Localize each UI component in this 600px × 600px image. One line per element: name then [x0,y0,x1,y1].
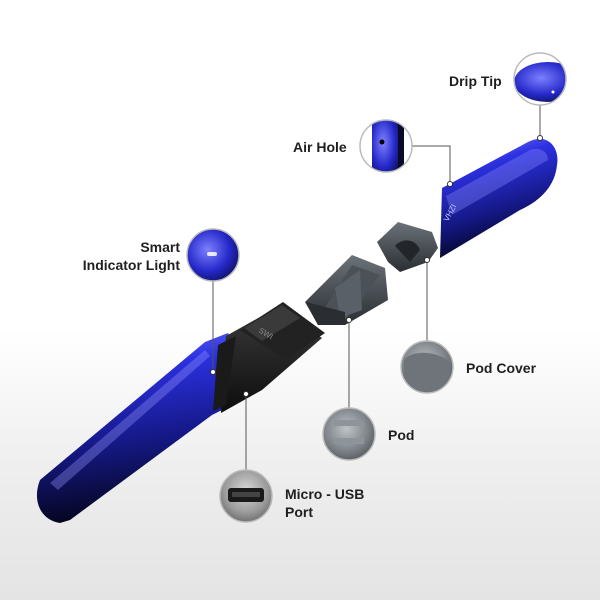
pod-cover-part [377,222,438,272]
battery-body: SWI [36,302,325,523]
pod-part [305,255,388,325]
leader-dots [210,135,543,397]
callout-micro-usb-line2: Port [285,504,313,520]
callout-pod-cover: Pod Cover [466,360,537,376]
zoom-pod [322,407,376,461]
callout-drip-tip: Drip Tip [449,73,502,89]
callout-micro-usb: Micro - USB Port [285,485,364,521]
drip-tip-part: VHZI [440,138,558,258]
zoom-smart-indicator [186,228,240,282]
callout-pod: Pod [388,427,415,443]
callout-smart-indicator: Smart Indicator Light [83,238,180,274]
zoom-pod-cover [400,340,454,394]
zoom-air-hole [359,119,413,173]
callout-micro-usb-line1: Micro - USB [285,486,365,502]
callout-smart-indicator-line1: Smart [140,239,180,255]
callout-air-hole: Air Hole [293,139,347,155]
callout-smart-indicator-line2: Indicator Light [82,257,180,273]
zoom-micro-usb [219,469,273,523]
leader-lines [212,105,541,470]
zoom-drip-tip [513,52,567,106]
